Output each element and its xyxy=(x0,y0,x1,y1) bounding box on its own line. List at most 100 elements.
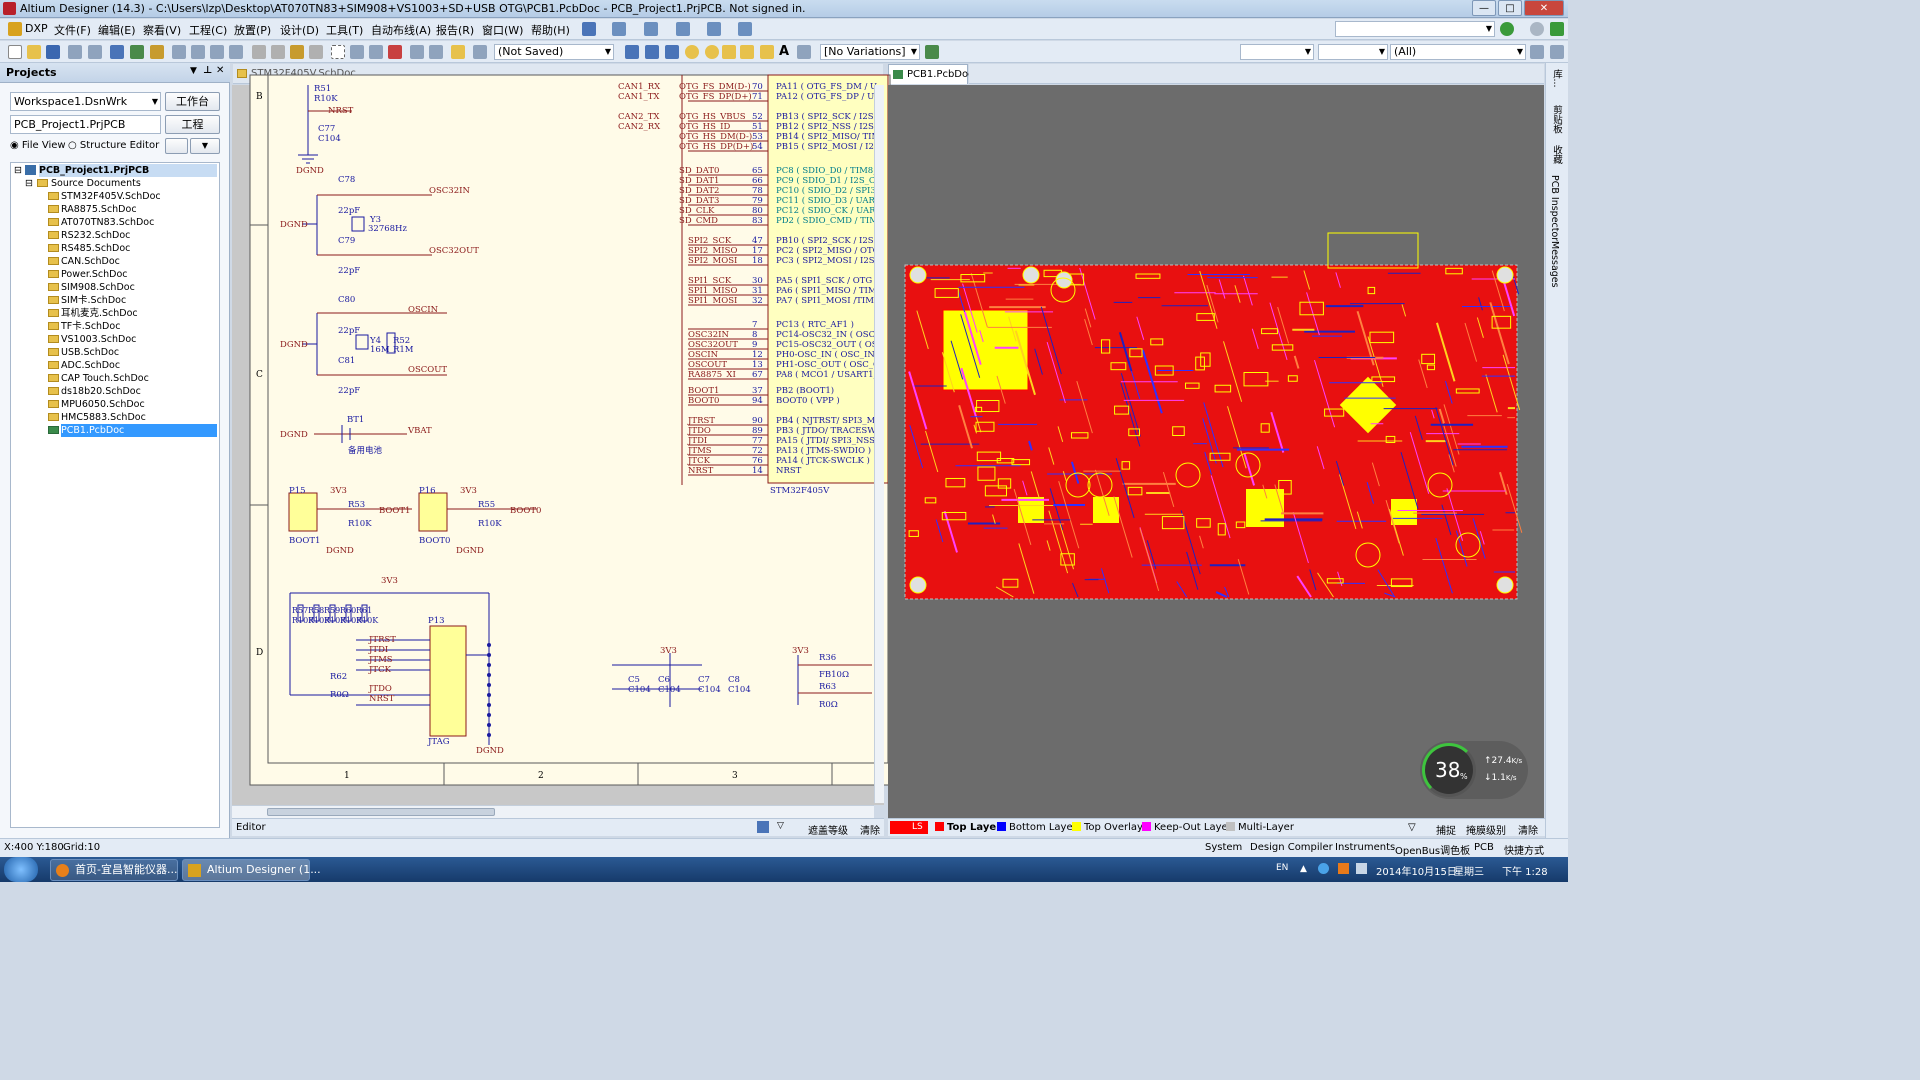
current-layer-swatch[interactable]: LS xyxy=(890,821,928,834)
status-tab-system[interactable]: System xyxy=(1205,842,1243,853)
tree-file-item[interactable]: VS1003.SchDoc xyxy=(61,334,137,345)
status-tab-instruments[interactable]: Instruments xyxy=(1335,842,1396,853)
network-speed-widget[interactable]: 38 % ↑27.4K/s ↓1.1K/s xyxy=(1420,741,1528,799)
tray-app-icon[interactable] xyxy=(1318,863,1329,874)
clear-filter-icon[interactable] xyxy=(388,45,402,59)
back-icon[interactable] xyxy=(1500,22,1514,36)
dimension-icon[interactable] xyxy=(676,22,690,36)
component-icon[interactable] xyxy=(130,45,144,59)
grid-icon[interactable] xyxy=(738,22,752,36)
panel-menu-icon[interactable]: ▼ xyxy=(190,66,197,76)
menu-design[interactable]: 设计(D) xyxy=(280,24,320,37)
interactive-route-icon[interactable] xyxy=(665,45,679,59)
zoom-selected-icon[interactable] xyxy=(210,45,224,59)
tree-file-item[interactable]: SIM908.SchDoc xyxy=(61,282,135,293)
pen-icon[interactable] xyxy=(757,821,769,833)
menu-window[interactable]: 窗口(W) xyxy=(482,24,524,37)
object-filter-combo[interactable]: ▼ xyxy=(1318,44,1388,60)
devices-icon[interactable] xyxy=(110,45,124,59)
altium-app-icon[interactable] xyxy=(3,2,16,15)
clear-button[interactable]: 清除 xyxy=(860,826,880,837)
tree-file-item[interactable]: RA8875.SchDoc xyxy=(61,204,137,215)
tree-project-root[interactable]: PCB_Project1.PrjPCB xyxy=(39,164,217,177)
tree-file-item[interactable]: SIM卡.SchDoc xyxy=(61,295,127,306)
tab-pcb[interactable]: PCB1.PcbDoc xyxy=(888,64,974,84)
clear-icon[interactable] xyxy=(1550,45,1564,59)
zoom-filtered-icon[interactable] xyxy=(229,45,243,59)
network-icon[interactable] xyxy=(1356,863,1367,874)
fill-icon[interactable] xyxy=(740,45,754,59)
new-file-icon[interactable] xyxy=(8,45,22,59)
zoom-area-icon[interactable] xyxy=(191,45,205,59)
tray-expand-icon[interactable]: ▲ xyxy=(1300,864,1307,874)
all-filter-combo[interactable]: (All)▼ xyxy=(1390,44,1526,60)
mask-level-button-pcb[interactable]: 掩膜级别 xyxy=(1466,826,1506,837)
panel-close-icon[interactable]: ✕ xyxy=(216,65,225,76)
via-icon[interactable] xyxy=(705,45,719,59)
copy-icon[interactable] xyxy=(271,45,285,59)
layer-tab-multi[interactable]: Multi-Layer xyxy=(1226,822,1294,833)
panel-tab-favorites[interactable]: 收藏 xyxy=(1551,145,1562,164)
browse-icon[interactable] xyxy=(473,45,487,59)
tree-file-item[interactable]: HMC5883.SchDoc xyxy=(61,412,146,423)
menu-project[interactable]: 工程(C) xyxy=(189,24,228,37)
filter-icon[interactable] xyxy=(1530,45,1544,59)
menu-reports[interactable]: 报告(R) xyxy=(436,24,475,37)
menu-file[interactable]: 文件(F) xyxy=(54,24,91,37)
undo-icon[interactable] xyxy=(410,45,424,59)
start-button[interactable] xyxy=(4,857,38,882)
layer-tab-bottom[interactable]: Bottom Layer xyxy=(997,822,1077,833)
menu-dxp[interactable]: DXP xyxy=(25,22,48,35)
menu-edit[interactable]: 编辑(E) xyxy=(98,24,136,37)
input-language[interactable]: EN xyxy=(1276,863,1289,873)
tree-file-item[interactable]: USB.SchDoc xyxy=(61,347,120,358)
save-icon[interactable] xyxy=(46,45,60,59)
menu-help[interactable]: 帮助(H) xyxy=(531,24,570,37)
schematic-vertical-scrollbar[interactable] xyxy=(874,85,884,803)
rubber-stamp-icon[interactable] xyxy=(309,45,323,59)
status-tab-design-compiler[interactable]: Design Compiler xyxy=(1250,842,1333,853)
tree-file-item[interactable]: 耳机麦克.SchDoc xyxy=(61,308,138,319)
panel-tab-library[interactable]: 库... xyxy=(1551,69,1562,88)
cross-probe-icon[interactable] xyxy=(451,45,465,59)
project-button[interactable]: 工程 xyxy=(165,115,220,134)
deselect-icon[interactable] xyxy=(369,45,383,59)
status-tab-pcb[interactable]: PCB xyxy=(1474,842,1494,853)
workspace-combo[interactable]: Workspace1.DsnWrk▼ xyxy=(10,92,161,111)
print-preview-icon[interactable] xyxy=(88,45,102,59)
arc-icon[interactable] xyxy=(722,45,736,59)
menu-tools[interactable]: 工具(T) xyxy=(326,24,364,37)
library-icon[interactable] xyxy=(150,45,164,59)
pin-icon[interactable]: ⊥ xyxy=(203,65,213,76)
tree-file-item[interactable]: RS232.SchDoc xyxy=(61,230,131,241)
taskbar-browser[interactable]: 首页-宜昌智能仪器... xyxy=(50,859,178,881)
polygon-icon[interactable] xyxy=(760,45,774,59)
layer-filter-combo[interactable]: ▼ xyxy=(1240,44,1314,60)
variations-combo[interactable]: [No Variations]▼ xyxy=(820,44,920,60)
snap-button[interactable]: 捕捉 xyxy=(1436,826,1456,837)
tree-file-item[interactable]: CAP Touch.SchDoc xyxy=(61,373,149,384)
diff-pair-icon[interactable] xyxy=(645,45,659,59)
tree-expand-icon[interactable]: ⊟ xyxy=(25,178,33,189)
print-icon[interactable] xyxy=(68,45,82,59)
minimize-button[interactable]: — xyxy=(1472,0,1496,16)
room-icon[interactable] xyxy=(707,22,721,36)
array-icon[interactable] xyxy=(797,45,811,59)
tree-file-item[interactable]: ds18b20.SchDoc xyxy=(61,386,141,397)
place-text-icon[interactable] xyxy=(644,22,658,36)
schematic-horizontal-scrollbar[interactable] xyxy=(232,805,874,818)
schematic-canvas[interactable]: B C D 1 2 3 xyxy=(232,74,891,805)
wiring-tool-icon[interactable] xyxy=(582,22,596,36)
layer-tab-top[interactable]: Top Layer xyxy=(935,822,1001,833)
tray-app-icon[interactable] xyxy=(1338,863,1349,874)
file-view-radio[interactable]: ◉ File View xyxy=(10,140,66,151)
search-combo[interactable]: ▼ xyxy=(1335,21,1495,37)
tray-time[interactable]: 下午 1:28 xyxy=(1502,867,1548,878)
workspace-button[interactable]: 工作台 xyxy=(165,92,220,111)
tree-source-documents[interactable]: Source Documents xyxy=(51,178,141,189)
tray-weekday[interactable]: 星期三 xyxy=(1454,867,1484,878)
align-tool-icon[interactable] xyxy=(612,22,626,36)
open-folder-icon[interactable] xyxy=(27,45,41,59)
mask-level-button[interactable]: 遮盖等级 xyxy=(808,826,848,837)
menu-autoroute[interactable]: 自动布线(A) xyxy=(371,24,432,37)
